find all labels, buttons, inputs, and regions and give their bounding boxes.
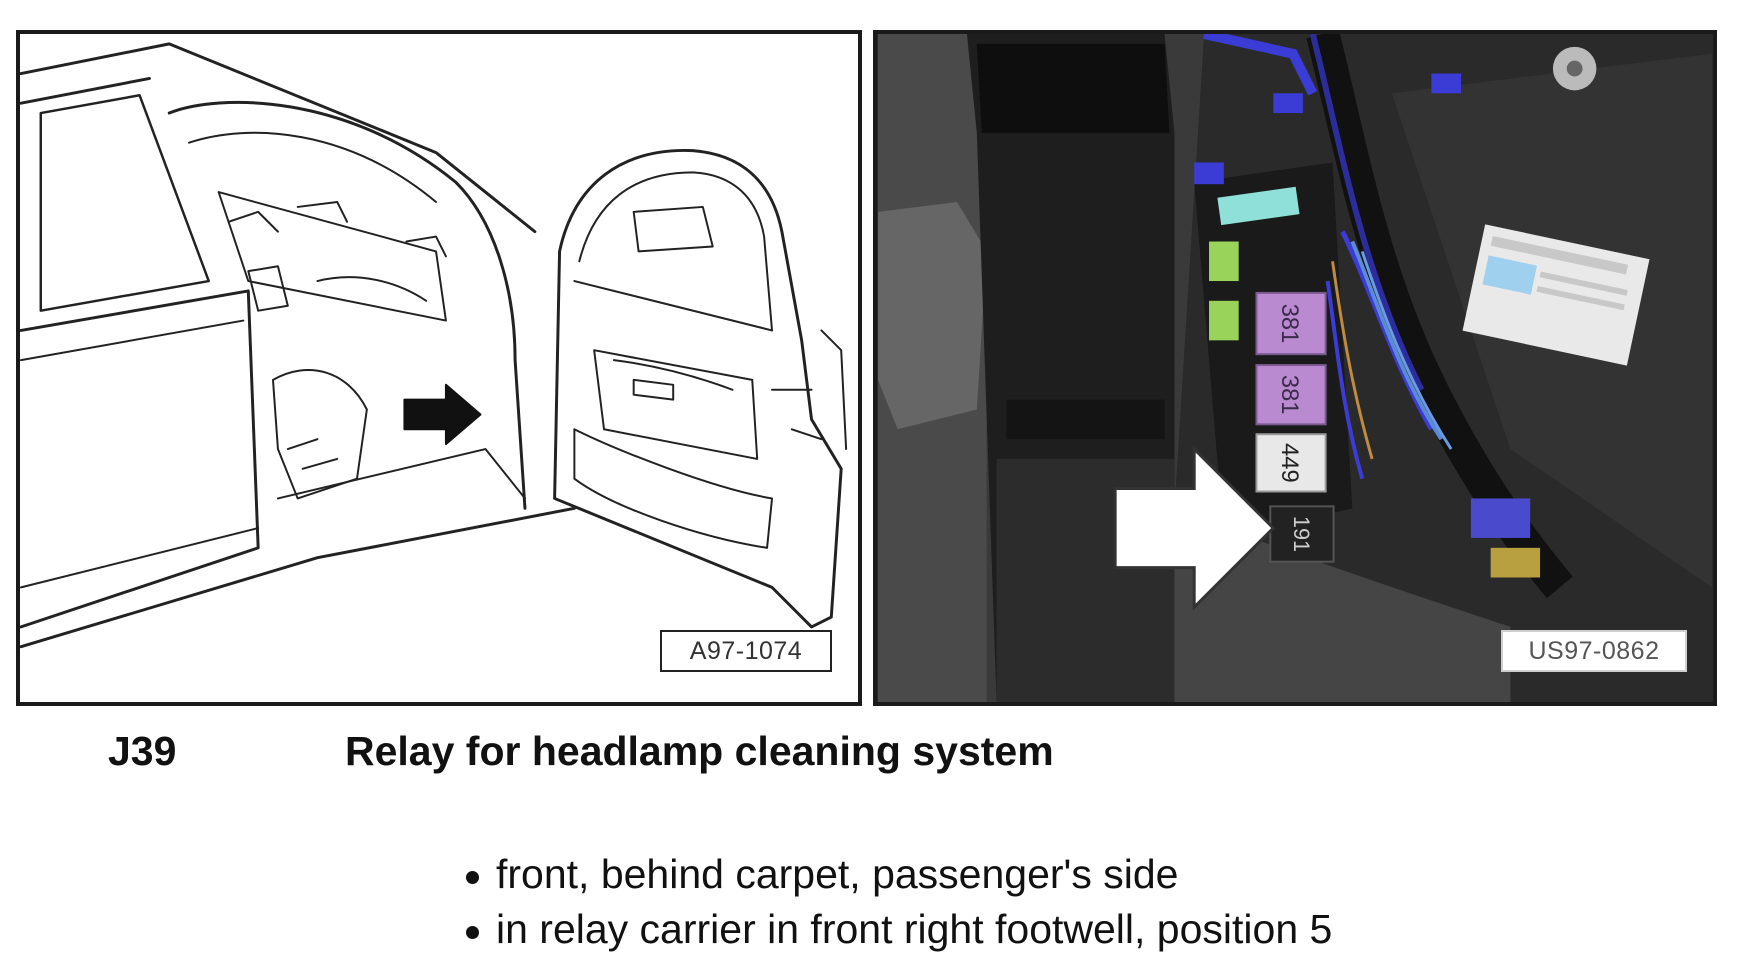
- pointer-arrow-white-icon: [1113, 445, 1276, 611]
- relay-carrier-photo: 381 381 449 191: [877, 34, 1713, 702]
- component-code: J39: [108, 728, 177, 774]
- location-item: in relay carrier in front right footwell…: [462, 902, 1332, 957]
- relay-381-middle: 381: [1255, 364, 1327, 426]
- relay-381-top: 381: [1255, 291, 1327, 356]
- svg-text:191: 191: [1289, 516, 1314, 552]
- figure-label-right: US97-0862: [1501, 630, 1687, 672]
- component-description: Relay for headlamp cleaning system: [345, 728, 1054, 774]
- svg-text:381: 381: [1276, 304, 1302, 344]
- figure-label-left: A97-1074: [660, 630, 832, 672]
- location-list: front, behind carpet, passenger's side i…: [462, 847, 1332, 957]
- svg-text:381: 381: [1276, 375, 1302, 415]
- car-door-drawing: [20, 42, 848, 649]
- location-item: front, behind carpet, passenger's side: [462, 847, 1332, 902]
- right-figure-photo: 381 381 449 191: [873, 30, 1717, 706]
- pointer-arrow-icon: [403, 383, 482, 446]
- relay-449: 449: [1255, 433, 1327, 493]
- left-figure-drawing: A97-1074: [16, 30, 862, 706]
- relay-191-target: 191: [1269, 505, 1335, 563]
- svg-text:449: 449: [1276, 443, 1302, 483]
